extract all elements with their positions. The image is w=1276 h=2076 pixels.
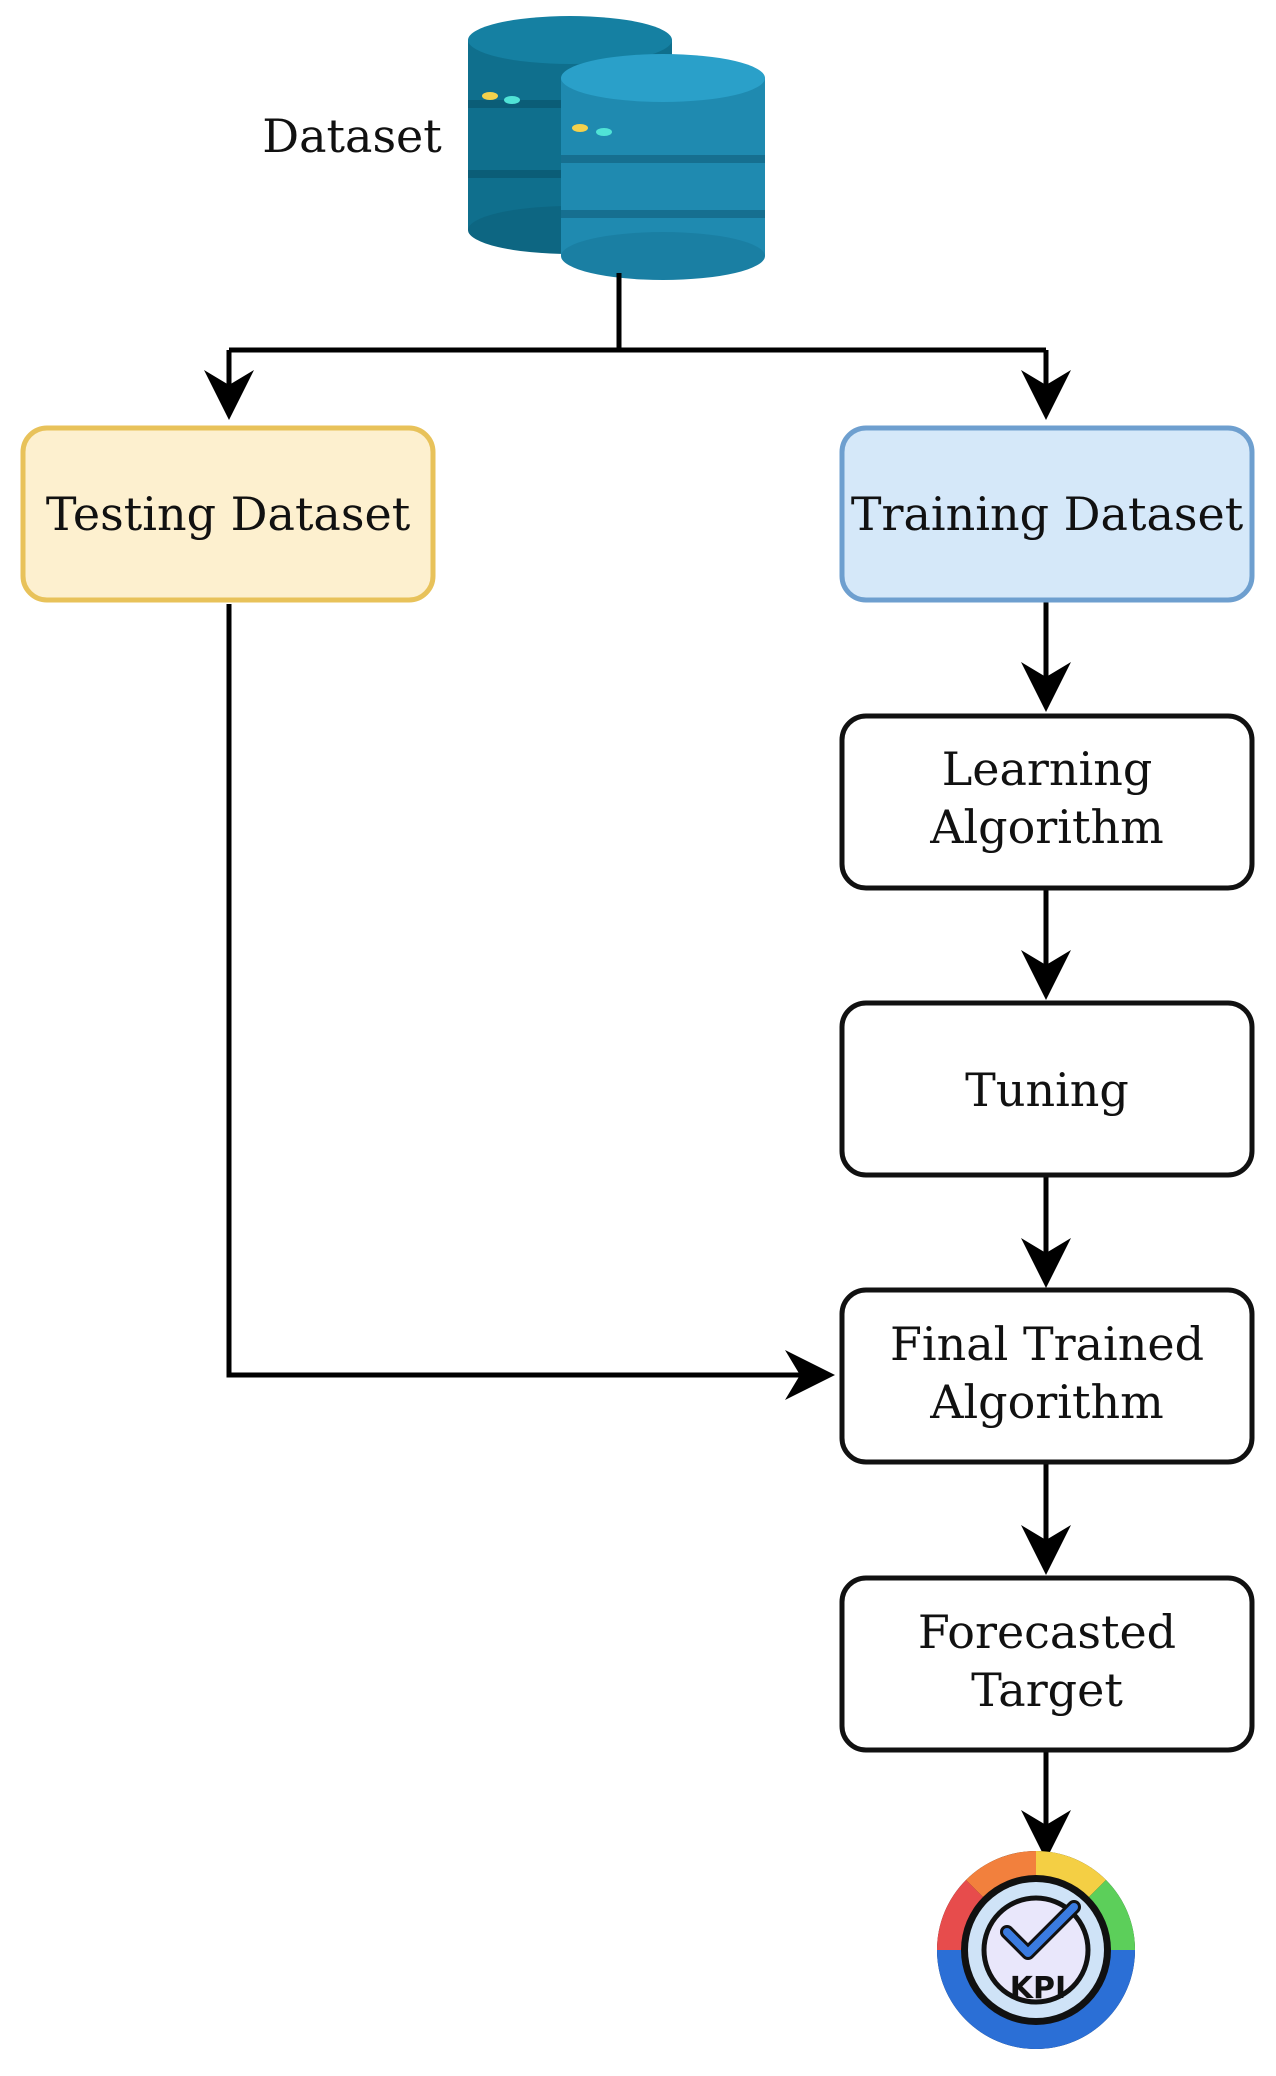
edge-dataset-split	[229, 273, 1046, 353]
forecasted-target-line-1: Forecasted	[918, 1605, 1176, 1659]
forecasted-target-node: Forecasted Target	[839, 1575, 1255, 1753]
kpi-label: KPI	[1010, 1971, 1066, 2006]
edge-testing-to-final	[226, 604, 835, 1400]
learning-algorithm-node: Learning Algorithm	[839, 713, 1255, 891]
testing-dataset-node: Testing Dataset	[20, 425, 436, 603]
tuning-node: Tuning	[839, 1000, 1255, 1178]
dataset-label: Dataset	[262, 109, 442, 163]
final-trained-algorithm-line-2: Algorithm	[929, 1375, 1164, 1429]
database-icon	[468, 16, 765, 280]
training-dataset-label: Training Dataset	[851, 487, 1244, 541]
forecasted-target-line-2: Target	[971, 1663, 1123, 1717]
learning-algorithm-line-2: Algorithm	[929, 800, 1164, 854]
learning-algorithm-line-1: Learning	[942, 742, 1153, 796]
final-trained-algorithm-node: Final Trained Algorithm	[839, 1287, 1255, 1465]
kpi-gauge-icon: KPI	[937, 1851, 1135, 2049]
tuning-label: Tuning	[965, 1063, 1129, 1117]
training-dataset-node: Training Dataset	[839, 425, 1255, 603]
final-trained-algorithm-line-1: Final Trained	[890, 1317, 1204, 1371]
testing-dataset-label: Testing Dataset	[46, 487, 411, 541]
